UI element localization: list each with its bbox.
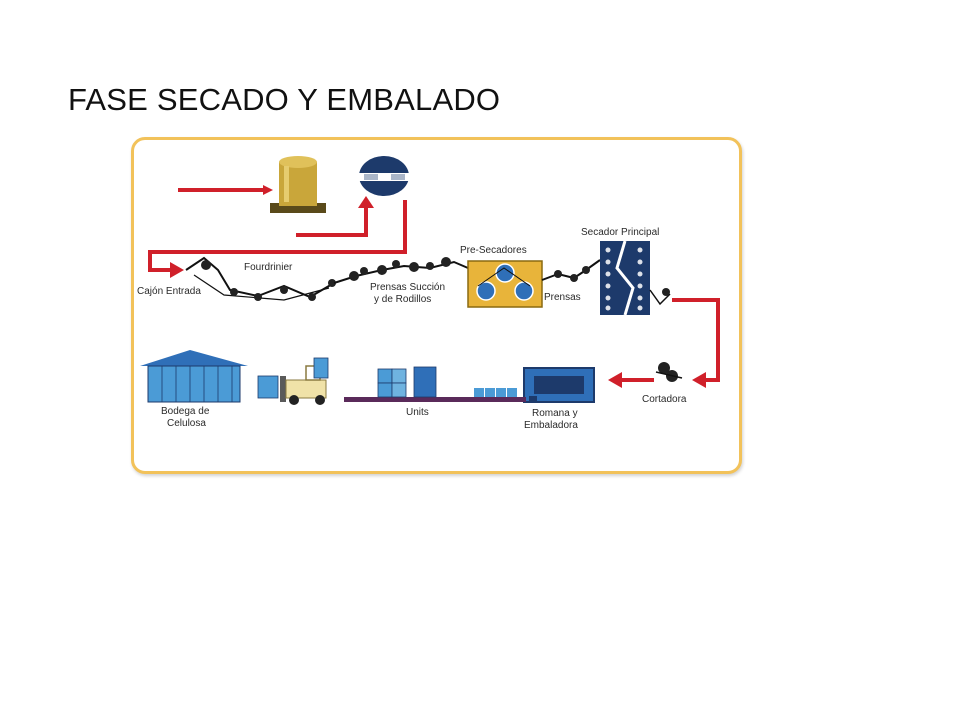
label-cortadora: Cortadora xyxy=(642,394,687,405)
label-romana-1: Romana y xyxy=(532,408,578,419)
label-units: Units xyxy=(406,407,429,418)
label-secador-principal: Secador Principal xyxy=(581,227,659,238)
cutter-icon xyxy=(655,362,683,382)
label-fourdrinier: Fourdrinier xyxy=(244,262,293,273)
tank-to-mixer-arrow xyxy=(296,196,374,237)
label-pre-secadores: Pre-Secadores xyxy=(460,245,527,256)
process-diagram: Cajón Entrada Fourdrinier Prensas Succió… xyxy=(137,156,720,431)
slide-title: FASE SECADO Y EMBALADO xyxy=(68,82,501,117)
label-prensas-succion-1: Prensas Succión xyxy=(370,282,445,293)
mixer-icon xyxy=(358,156,410,196)
units-conveyor xyxy=(344,366,526,402)
label-cajon-entrada: Cajón Entrada xyxy=(137,286,201,297)
forklift-icon xyxy=(257,357,329,405)
cutter-to-baler-arrow xyxy=(608,372,654,388)
dryer-to-cutter-arrow xyxy=(672,298,720,388)
label-prensas: Prensas xyxy=(544,292,581,303)
process-diagram-frame: Cajón Entrada Fourdrinier Prensas Succió… xyxy=(131,137,742,474)
pre-dryer-icon xyxy=(467,260,543,308)
suction-press-line xyxy=(333,257,469,284)
label-prensas-succion-2: y de Rodillos xyxy=(374,294,431,305)
tank-icon xyxy=(270,156,326,213)
label-romana-2: Embaladora xyxy=(524,420,578,431)
fourdrinier-line xyxy=(185,256,336,301)
main-dryer-icon xyxy=(600,240,671,316)
warehouse-icon xyxy=(140,350,248,403)
mixer-to-headbox-arrow xyxy=(148,200,407,278)
label-bodega-1: Bodega de xyxy=(161,406,210,417)
press-line xyxy=(541,259,601,282)
label-bodega-2: Celulosa xyxy=(167,418,206,429)
baler-icon xyxy=(523,367,595,403)
